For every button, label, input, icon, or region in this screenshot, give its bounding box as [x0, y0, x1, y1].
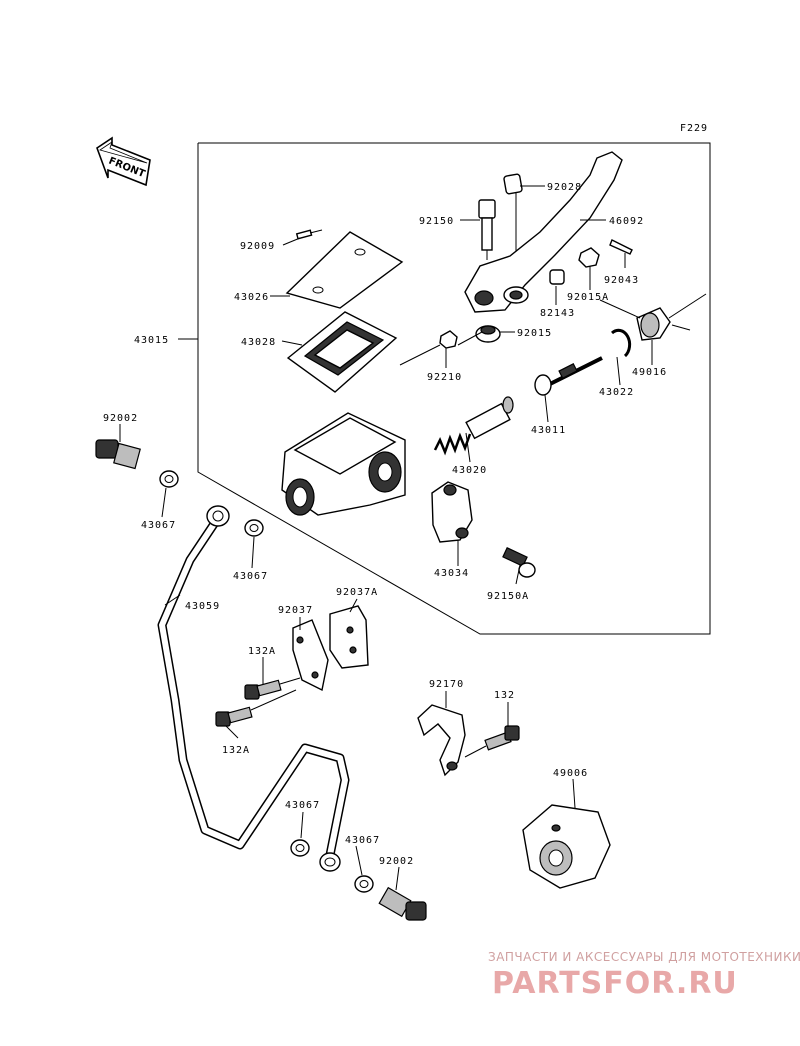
- hose-clamp-92037a: [329, 605, 369, 669]
- front-arrow-icon: FRONT: [96, 136, 151, 187]
- bolt-132a-lower: [215, 689, 297, 727]
- bracket-92170: [417, 704, 466, 777]
- push-rod-43011: [534, 356, 603, 396]
- leader-lines: [119, 185, 707, 891]
- screw-92009: [295, 229, 323, 240]
- label-132: 132: [494, 690, 515, 701]
- label-92002-lower: 92002: [379, 856, 414, 867]
- label-43026: 43026: [234, 292, 269, 303]
- banjo-bolt-92002-lower: [378, 886, 427, 921]
- label-92037: 92037: [278, 605, 313, 616]
- label-92150: 92150: [419, 216, 454, 227]
- bolt-92150: [478, 199, 496, 260]
- washer-43067-d: [354, 875, 374, 893]
- assembly-outline: [197, 142, 711, 635]
- label-43034: 43034: [434, 568, 469, 579]
- label-43020: 43020: [452, 465, 487, 476]
- cover-49006: [522, 804, 611, 889]
- label-132a-upper: 132A: [248, 646, 276, 657]
- label-43067-b: 43067: [233, 571, 268, 582]
- label-43015: 43015: [134, 335, 169, 346]
- washer-43067-a: [159, 470, 179, 488]
- label-92015a: 92015A: [567, 292, 609, 303]
- label-43067-a: 43067: [141, 520, 176, 531]
- label-92170: 92170: [429, 679, 464, 690]
- clamp-43034: [431, 481, 473, 543]
- diaphragm-43028: [286, 311, 398, 393]
- label-43028: 43028: [241, 337, 276, 348]
- label-92210: 92210: [427, 372, 462, 383]
- nut-92015a: [578, 247, 600, 268]
- bolt-132: [464, 725, 520, 758]
- label-43011: 43011: [531, 425, 566, 436]
- label-92028: 92028: [547, 182, 582, 193]
- hose-clamp-92037: [292, 619, 329, 692]
- nut-92015: [475, 325, 501, 343]
- label-43067-d: 43067: [345, 835, 380, 846]
- label-92037a: 92037A: [336, 587, 378, 598]
- pin-92043: [609, 239, 633, 255]
- label-92002-upper: 92002: [103, 413, 138, 424]
- label-92015: 92015: [517, 328, 552, 339]
- watermark-tagline: ЗАПЧАСТИ И АКСЕССУАРЫ ДЛЯ МОТОТЕХНИКИ: [488, 950, 800, 964]
- brake-lever-46092: [464, 151, 623, 313]
- label-92009: 92009: [240, 241, 275, 252]
- nut-92210: [439, 330, 458, 349]
- boot-49016: [636, 307, 671, 341]
- bolt-92150a: [502, 547, 536, 578]
- watermark: ЗАПЧАСТИ И АКСЕССУАРЫ ДЛЯ МОТОТЕХНИКИ PA…: [488, 950, 800, 1001]
- figure-code: F229: [680, 123, 708, 134]
- master-cylinder-body: [281, 412, 406, 516]
- reservoir-cap-43026: [285, 231, 404, 309]
- watermark-brand: PARTSFOR.RU: [492, 966, 738, 1001]
- collar-82143: [549, 269, 565, 285]
- label-132a-lower: 132A: [222, 745, 250, 756]
- washer-43067-c: [290, 839, 310, 857]
- label-49016: 49016: [632, 367, 667, 378]
- part-labels: 43015 92002 43067 43067 43059 92037 9203…: [103, 182, 667, 867]
- label-92150a: 92150A: [487, 591, 529, 602]
- label-49006: 49006: [553, 768, 588, 779]
- label-43067-c: 43067: [285, 800, 320, 811]
- banjo-bolt-92002-upper: [95, 439, 141, 470]
- label-82143: 82143: [540, 308, 575, 319]
- label-43022: 43022: [599, 387, 634, 398]
- circlip-43022: [610, 328, 632, 358]
- washer-43067-b: [244, 519, 264, 537]
- brake-hose-43059: [157, 505, 350, 872]
- label-43059: 43059: [185, 601, 220, 612]
- label-46092: 46092: [609, 216, 644, 227]
- piston-43020: [433, 396, 514, 456]
- bolt-132a-upper: [244, 677, 301, 700]
- label-92043: 92043: [604, 275, 639, 286]
